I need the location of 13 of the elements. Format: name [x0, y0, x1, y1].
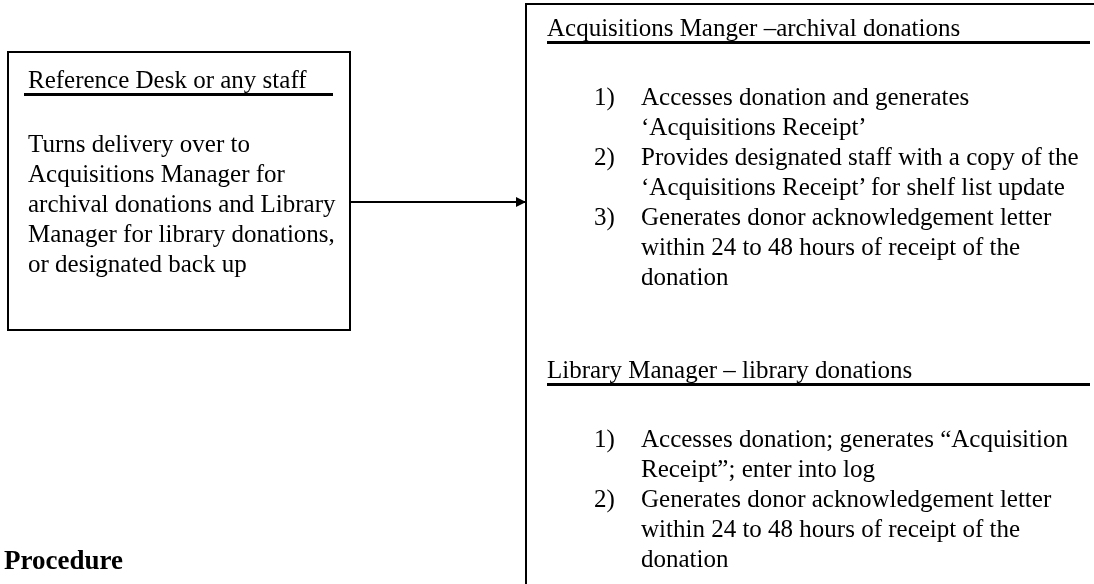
list-item: 3) Generates donor acknowledgement letter within 24 to 48 hours of receipt of the donation — [594, 202, 1053, 292]
process-box — [7, 51, 351, 331]
section-heading: Library Manager – library donations — [547, 357, 1090, 386]
description-text: Turns delivery over to Acquisitions Manager for archival donations and Library Manager for library donations, or designated back up — [27, 129, 337, 279]
list-item: 1) Accesses donation and generates ‘Acquisitions Receipt’ — [594, 82, 971, 142]
section-heading: Acquisitions Manger –archival donations — [547, 15, 1090, 44]
list-item: 2) Generates donor acknowledgement letter within 24 to 48 hours of receipt of the donation — [594, 484, 1053, 574]
heading: Procedure — [4, 545, 123, 575]
section-heading: Reference Desk or any staff — [24, 67, 333, 96]
list-item: 2) Provides designated staff with a copy of the ‘Acquisitions Receipt’ for shelf list update — [594, 142, 1080, 202]
arrow — [350, 197, 526, 207]
list-item: 1) Accesses donation; generates “Acquisition Receipt”; enter into log — [594, 424, 1069, 484]
panel-box — [525, 3, 1094, 584]
